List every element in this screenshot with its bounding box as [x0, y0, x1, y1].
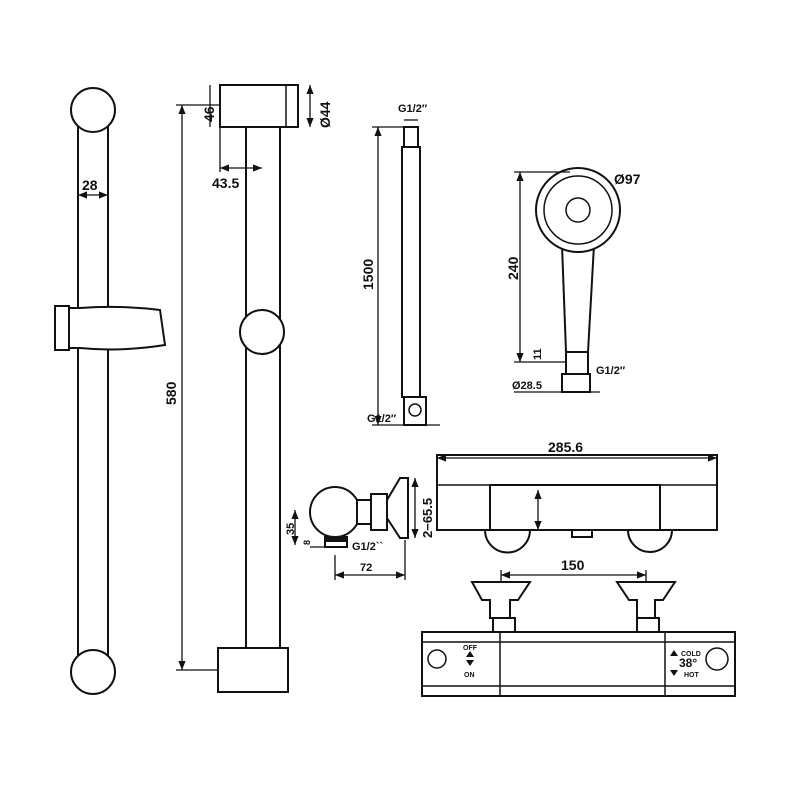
label-temperature: 38° — [679, 656, 697, 670]
shower-hose: 1500 G1/2″ G1/2″ — [360, 103, 440, 426]
dim-handshower-length: 240 — [505, 256, 521, 280]
flow-arrows-icon — [466, 651, 474, 666]
label-cold: COLD — [681, 651, 701, 658]
valve-side-view: 2−65.5 35 8 G1/2`` 72 — [285, 477, 435, 580]
dim-bracket-height: 46 — [201, 106, 217, 122]
outlet-thread: G1/2`` — [352, 541, 384, 553]
dim-side-height: 35 — [285, 523, 297, 535]
valve-front-view: OFF ON COLD 38° HOT 150 — [421, 557, 736, 697]
dim-bracket-diameter: Ø44 — [317, 101, 333, 128]
dim-inlet-centers: 150 — [561, 557, 585, 573]
dim-head-diameter: Ø97 — [614, 171, 641, 187]
hose-thread-top: G1/2″ — [398, 103, 428, 115]
arrow-down-icon — [670, 670, 678, 676]
dim-bracket-offset: 43.5 — [212, 175, 239, 191]
dim-rail-diameter: 28 — [82, 177, 98, 193]
dim-rail-length: 580 — [163, 381, 179, 405]
dim-handle-end: 11 — [532, 348, 544, 360]
hand-shower: 240 Ø97 11 G1/2″ Ø28.5 — [505, 167, 641, 393]
valve-top-view: 285.6 — [436, 439, 718, 554]
dim-hose-length: 1500 — [360, 259, 376, 290]
dim-flange-depth: 2−65.5 — [420, 498, 435, 538]
hose-thread-bottom: G1/2″ — [367, 413, 397, 425]
arrow-up-icon — [670, 650, 678, 656]
label-hot: HOT — [684, 672, 700, 679]
label-on: ON — [464, 672, 475, 679]
dim-side-projection: 72 — [360, 562, 372, 574]
handle-thread: G1/2″ — [596, 365, 626, 377]
slide-rail-side: 580 46 Ø44 43.5 — [163, 84, 333, 693]
slide-rail-front: 28 — [54, 87, 167, 695]
label-off: OFF — [463, 645, 478, 652]
dim-outlet-depth: 8 — [302, 540, 312, 545]
dim-handle-diameter: Ø28.5 — [512, 380, 542, 392]
dim-valve-length: 285.6 — [548, 439, 583, 455]
